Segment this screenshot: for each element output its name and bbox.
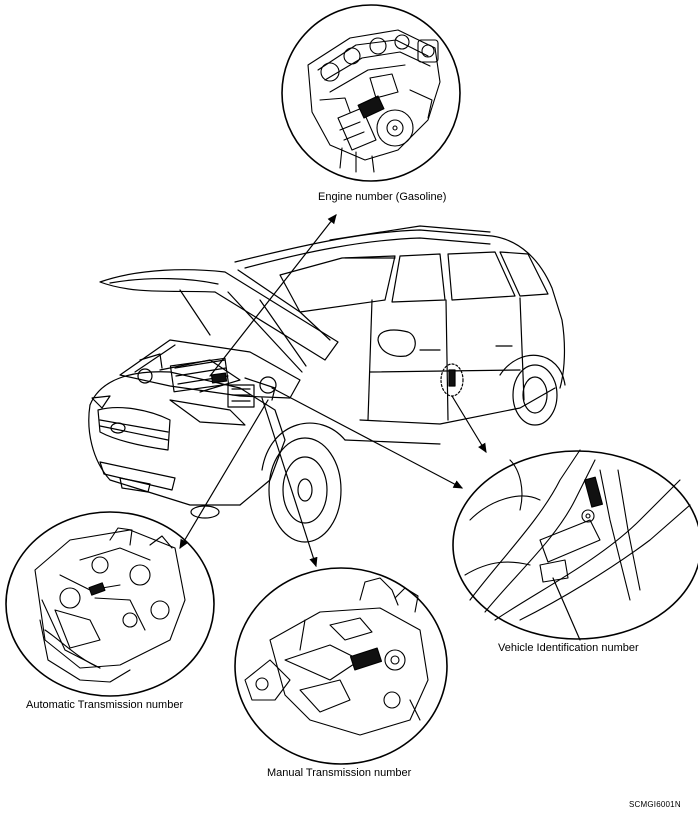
vin-label-leader-line <box>552 577 581 641</box>
engine-leader-line <box>209 214 337 377</box>
automatic-transmission-icon <box>34 527 186 683</box>
manual-trans-detail-circle <box>234 567 448 765</box>
figure-code: SCMGI6001N <box>629 800 681 809</box>
vin-label: Vehicle Identification number <box>498 642 639 654</box>
vin-leader-line <box>451 395 487 454</box>
auto-trans-leader-line <box>179 399 269 550</box>
vin-plate-icon <box>464 449 691 621</box>
engine-detail-circle <box>281 4 461 182</box>
leader-lines <box>179 214 581 641</box>
manual-trans-label: Manual Transmission number <box>267 767 412 779</box>
manual-trans-leader-line <box>261 397 318 568</box>
manual-transmission-icon <box>244 577 429 736</box>
engine-number-label: Engine number (Gasoline) <box>318 191 447 203</box>
vin-body-leader-line <box>271 387 464 489</box>
auto-trans-label: Automatic Transmission number <box>26 699 184 711</box>
auto-trans-detail-circle <box>5 511 215 697</box>
suv-icon <box>88 225 566 543</box>
engine-icon <box>307 29 441 173</box>
vin-detail-circle <box>452 449 698 640</box>
